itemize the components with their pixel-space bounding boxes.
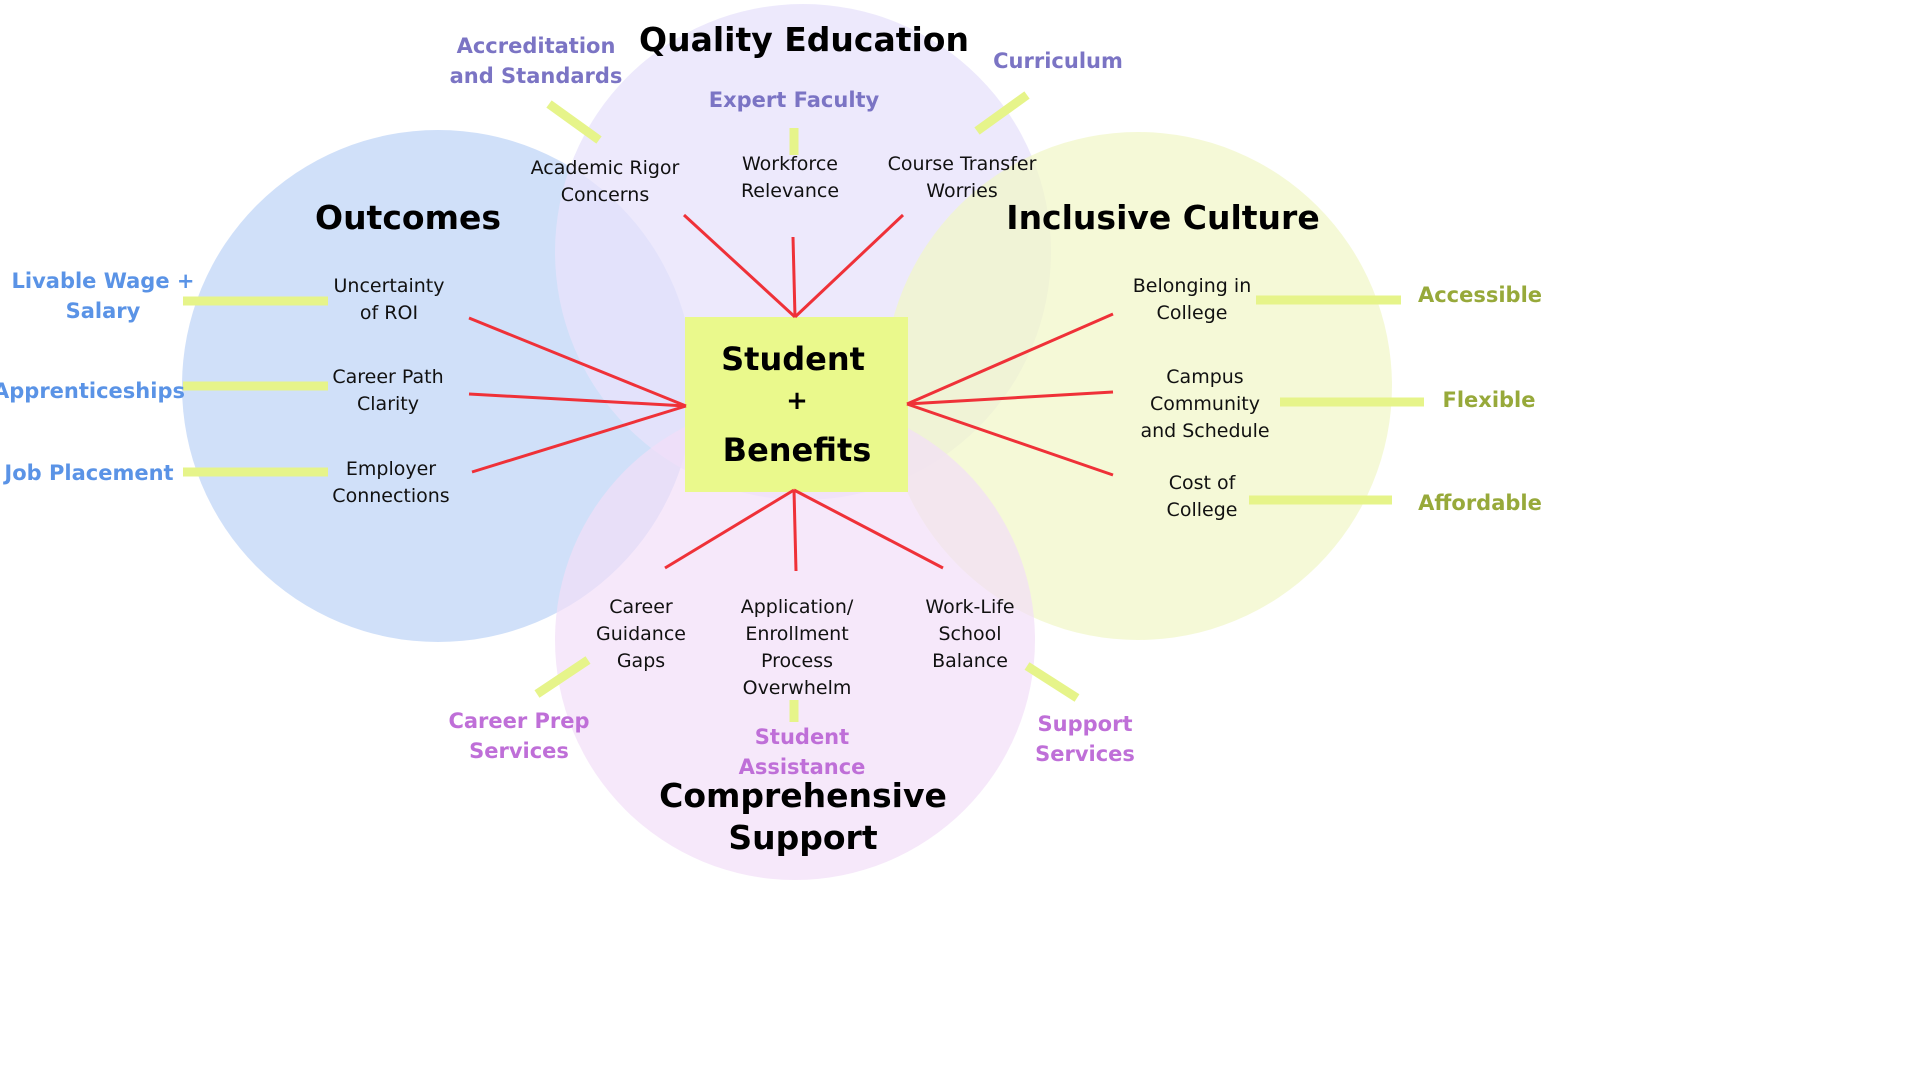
spoke-employer <box>471 404 687 474</box>
connector-support-services <box>1024 662 1080 702</box>
spoke-cost-of-college <box>906 402 1114 477</box>
title-quality-education: Quality Education <box>639 20 969 59</box>
title-inclusive-culture: Inclusive Culture <box>1006 198 1320 237</box>
spoke-career-guidance <box>664 488 795 570</box>
solution-expert-faculty: Expert Faculty <box>708 88 880 112</box>
solution-apprenticeships: Apprenticeships <box>0 379 185 403</box>
spoke-campus-community <box>906 390 1114 406</box>
spoke-uncertainty-roi <box>468 316 687 408</box>
solution-curriculum: Curriculum <box>993 49 1123 73</box>
spoke-group <box>468 213 1114 572</box>
spoke-belonging <box>906 312 1114 406</box>
connector-accreditation <box>546 100 602 144</box>
circle-inclusive-culture <box>884 132 1392 640</box>
solution-accessible: Accessible <box>1417 283 1543 307</box>
spoke-course-transfer <box>793 213 905 319</box>
connector-curriculum <box>974 91 1030 135</box>
spoke-career-path <box>468 392 687 408</box>
spoke-academic-rigor <box>682 213 797 319</box>
spoke-application <box>792 489 798 572</box>
spoke-workforce <box>791 236 797 318</box>
solution-flexible: Flexible <box>1442 388 1536 412</box>
center-label-benefits: Benefits <box>722 431 872 469</box>
solution-affordable: Affordable <box>1418 491 1542 515</box>
solution-job-placement: Job Placement <box>4 461 174 485</box>
circle-comprehensive-support <box>555 400 1035 880</box>
spoke-work-life <box>793 488 944 570</box>
solution-livable-wage: Livable Wage +Salary <box>11 269 195 323</box>
title-comprehensive-support-line1: Comprehensive <box>659 776 947 815</box>
center-label-plus: + <box>786 386 808 416</box>
venn-diagram <box>182 4 1424 880</box>
connector-career-prep <box>534 656 591 698</box>
title-comprehensive-support-line2: Support <box>728 818 878 857</box>
connector-group <box>183 91 1424 722</box>
center-box <box>685 317 908 492</box>
center-label-student: Student <box>721 340 865 378</box>
diagram-canvas: Student + Benefits Quality Education Out… <box>0 4 1543 880</box>
title-outcomes: Outcomes <box>315 198 501 237</box>
